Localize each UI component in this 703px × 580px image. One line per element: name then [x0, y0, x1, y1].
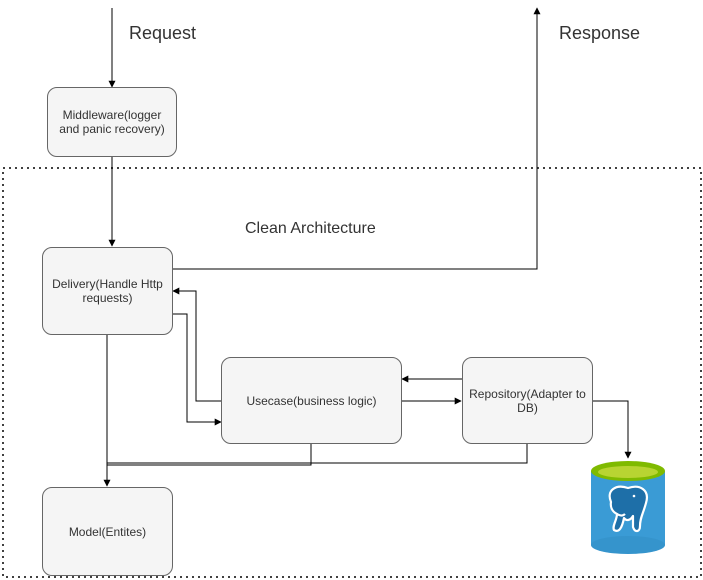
- edge-repository-to-database: [592, 400, 632, 459]
- edge-repository-to-model: [107, 443, 528, 464]
- middleware-node: Middleware(logger and panic recovery): [47, 87, 177, 157]
- edge-usecase-to-model: [107, 443, 312, 466]
- model-label: Model(Entites): [68, 524, 147, 539]
- edge-delivery-to-usecase: [172, 313, 222, 426]
- postgresql-database-icon: [591, 461, 665, 554]
- model-node: Model(Entites): [42, 487, 173, 576]
- clean-architecture-boundary: [2, 167, 702, 578]
- repository-label: Repository(Adapter to DB): [469, 386, 586, 415]
- response-label: Response: [559, 23, 641, 43]
- edge-delivery-to-response: [172, 7, 541, 270]
- usecase-node: Usecase(business logic): [221, 357, 402, 444]
- delivery-node: Delivery(Handle Http requests): [42, 247, 173, 335]
- postgresql-elephant-icon: [608, 485, 648, 533]
- boundary-title: Clean Architecture: [245, 220, 376, 237]
- edge-usecase-to-delivery: [172, 287, 221, 402]
- usecase-label: Usecase(business logic): [246, 393, 377, 408]
- request-label: Request: [129, 23, 197, 43]
- delivery-label: Delivery(Handle Http requests): [52, 277, 163, 305]
- repository-node: Repository(Adapter to DB): [462, 357, 593, 444]
- middleware-label: Middleware(logger and panic recovery): [59, 108, 165, 136]
